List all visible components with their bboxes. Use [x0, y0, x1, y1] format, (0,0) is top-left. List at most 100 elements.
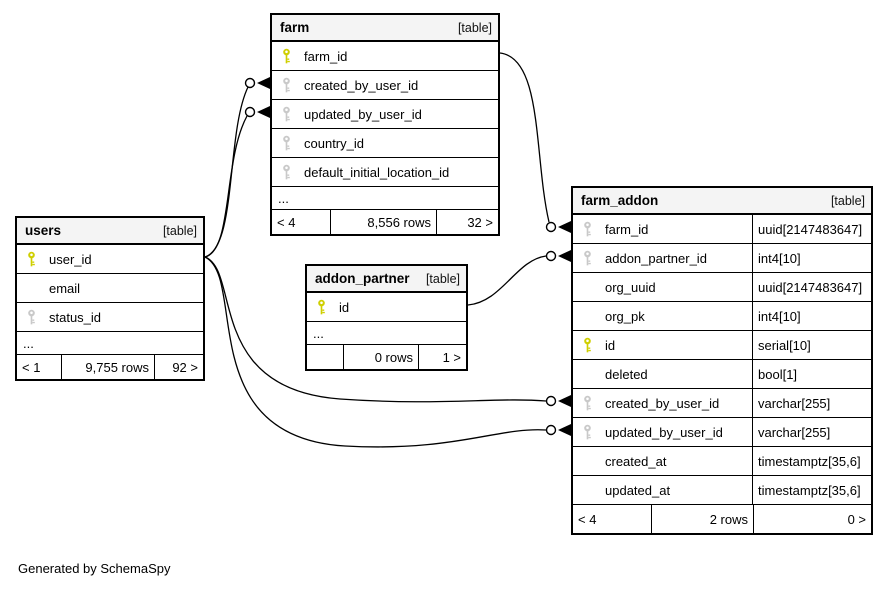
- table-title[interactable]: farm_addon: [581, 193, 659, 208]
- table-footer: 0 rows 1 >: [307, 345, 466, 369]
- cardinality-circle: [244, 77, 256, 89]
- children-count: [307, 345, 344, 369]
- table-users[interactable]: users [table] user_id email status_id ..…: [15, 216, 205, 381]
- column-row: updated_by_user_id: [272, 100, 498, 129]
- primary-key-icon: [582, 337, 593, 353]
- foreign-key-icon: [582, 221, 593, 237]
- row-count: 0 rows: [344, 345, 419, 369]
- cardinality-circle: [545, 250, 557, 262]
- table-farm-addon[interactable]: farm_addon [table] farm_id uuid[21474836…: [571, 186, 873, 535]
- foreign-key-icon: [281, 106, 292, 122]
- cardinality-circle: [545, 395, 557, 407]
- more-columns-ellipsis: ...: [272, 187, 498, 210]
- table-title[interactable]: farm: [280, 20, 310, 35]
- foreign-key-icon: [582, 250, 593, 266]
- parents-count: 32 >: [467, 214, 493, 230]
- column-name: email: [49, 280, 81, 296]
- column-name: id: [339, 299, 350, 315]
- column-name: org_uuid: [605, 279, 656, 295]
- table-footer: < 4 8,556 rows 32 >: [272, 210, 498, 234]
- table-type-tag: [table]: [830, 193, 865, 208]
- column-name: country_id: [304, 135, 364, 151]
- column-name: created_by_user_id: [304, 77, 419, 93]
- foreign-key-icon: [281, 164, 292, 180]
- column-type: int4[10]: [752, 302, 874, 330]
- table-farm[interactable]: farm [table] farm_id created_by_user_id …: [270, 13, 500, 236]
- table-addon-partner-header[interactable]: addon_partner [table]: [307, 266, 466, 293]
- column-type: uuid[2147483647]: [752, 215, 874, 243]
- column-name: updated_at: [605, 482, 671, 498]
- row-count: 2 rows: [652, 505, 754, 533]
- column-row: created_by_user_id: [272, 71, 498, 100]
- column-name: addon_partner_id: [605, 250, 707, 266]
- children-count: < 4: [272, 210, 331, 234]
- column-type: uuid[2147483647]: [752, 273, 874, 301]
- cardinality-circle: [545, 424, 557, 436]
- parents-count: 1 >: [442, 349, 461, 365]
- primary-key-icon: [316, 299, 327, 315]
- column-row: default_initial_location_id: [272, 158, 498, 187]
- column-row: addon_partner_id int4[10]: [573, 244, 871, 273]
- table-users-header[interactable]: users [table]: [17, 218, 203, 245]
- column-row: org_pk int4[10]: [573, 302, 871, 331]
- table-type-tag: [table]: [457, 20, 492, 35]
- column-name: default_initial_location_id: [304, 164, 450, 180]
- column-row: created_by_user_id varchar[255]: [573, 389, 871, 418]
- column-row: farm_id: [272, 42, 498, 71]
- table-type-tag: [table]: [162, 223, 197, 238]
- column-row: status_id: [17, 303, 203, 332]
- column-name: id: [605, 337, 616, 353]
- column-name: farm_id: [304, 48, 348, 64]
- parents-count: 0 >: [847, 511, 866, 527]
- table-footer: < 4 2 rows 0 >: [573, 505, 871, 533]
- children-count: < 4: [573, 505, 652, 533]
- column-name: updated_by_user_id: [605, 424, 723, 440]
- column-row: id: [307, 293, 466, 322]
- column-row: id serial[10]: [573, 331, 871, 360]
- rel-users-to-farm-updated: [204, 115, 248, 258]
- rel-users-to-farm-created: [204, 86, 249, 258]
- column-name: status_id: [49, 309, 102, 325]
- children-count: < 1: [17, 355, 62, 379]
- foreign-key-icon: [281, 135, 292, 151]
- column-type: varchar[255]: [752, 418, 874, 446]
- generated-by-label: Generated by SchemaSpy: [18, 561, 171, 576]
- table-farm-header[interactable]: farm [table]: [272, 15, 498, 42]
- column-name: org_pk: [605, 308, 645, 324]
- column-name: created_by_user_id: [605, 395, 720, 411]
- column-name: deleted: [605, 366, 648, 382]
- table-addon-partner[interactable]: addon_partner [table] id ... 0 rows 1 >: [305, 264, 468, 371]
- foreign-key-icon: [26, 309, 37, 325]
- table-farm-addon-header[interactable]: farm_addon [table]: [573, 188, 871, 215]
- table-type-tag: [table]: [425, 271, 460, 286]
- table-title[interactable]: addon_partner: [315, 271, 410, 286]
- foreign-key-icon: [582, 424, 593, 440]
- primary-key-icon: [26, 251, 37, 267]
- row-count: 9,755 rows: [62, 355, 155, 379]
- foreign-key-icon: [281, 77, 292, 93]
- foreign-key-icon: [582, 395, 593, 411]
- column-row: farm_id uuid[2147483647]: [573, 215, 871, 244]
- cardinality-circle: [244, 106, 256, 118]
- column-type: timestamptz[35,6]: [752, 447, 874, 475]
- column-type: timestamptz[35,6]: [752, 476, 874, 504]
- table-title[interactable]: users: [25, 223, 62, 238]
- column-name: user_id: [49, 251, 92, 267]
- arrowhead: [257, 106, 270, 118]
- parents-count: 92 >: [172, 359, 198, 375]
- column-row: deleted bool[1]: [573, 360, 871, 389]
- arrowhead: [558, 395, 571, 407]
- column-name: updated_by_user_id: [304, 106, 422, 122]
- arrowhead: [558, 250, 571, 262]
- column-row: country_id: [272, 129, 498, 158]
- more-columns-ellipsis: ...: [307, 322, 466, 345]
- rel-farm-to-farm-addon: [499, 52, 550, 223]
- column-type: int4[10]: [752, 244, 874, 272]
- cardinality-circle: [545, 221, 557, 233]
- more-columns-ellipsis: ...: [17, 332, 203, 355]
- primary-key-icon: [281, 48, 292, 64]
- column-type: serial[10]: [752, 331, 874, 359]
- column-row: updated_by_user_id varchar[255]: [573, 418, 871, 447]
- column-row: updated_at timestamptz[35,6]: [573, 476, 871, 505]
